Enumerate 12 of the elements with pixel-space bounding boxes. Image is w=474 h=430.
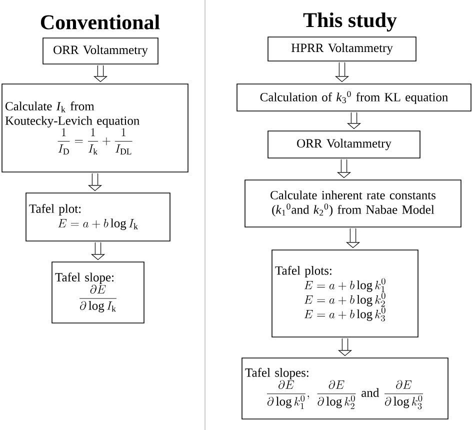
process-box: Tafel slopes: $\frac{\partial E}{\partial \log k_1^0},\ \frac{\partial E}{\partial \log k_2^0}\text{ and }\frac{\partial E}{\partial \log k_3^0}$ — [242, 358, 448, 420]
process-box: Tafel plots: $E = a + b\log k_1^0$ $E = a + b\log k_2^0$ $E = a + b\log k_3^0$ — [272, 250, 418, 338]
process-box: Calculation of k$_{3}$$^{0}$ from KL equation — [236, 84, 472, 112]
process-box: ORR Voltammetry — [42, 38, 158, 64]
process-box: Tafel plot: $E = a + b\log I_\mathrm{k}$ — [26, 192, 170, 242]
process-box: Calculate I$_{k}$ from Koutecky-Levich equation $\frac{1}{I_\mathrm{D}} = \frac{1}{I_\mathrm{k}} + \frac{1}{I_\mathrm{DL}}$ — [2, 84, 188, 172]
process-box: Tafel slope: $\frac{\partial E}{\partial \log I_\mathrm{k}}$ — [52, 262, 144, 324]
process-box: Calculate inherent rate constants (k$_{1}$$^{0}$and k$_{2}$$^{0}$) from Nabae Model — [244, 180, 462, 228]
column-heading: This study — [303, 12, 397, 32]
process-box: ORR Voltammetry — [268, 130, 420, 158]
process-box: HPRR Voltammetry — [268, 36, 416, 62]
column-heading: Conventional — [40, 14, 160, 30]
